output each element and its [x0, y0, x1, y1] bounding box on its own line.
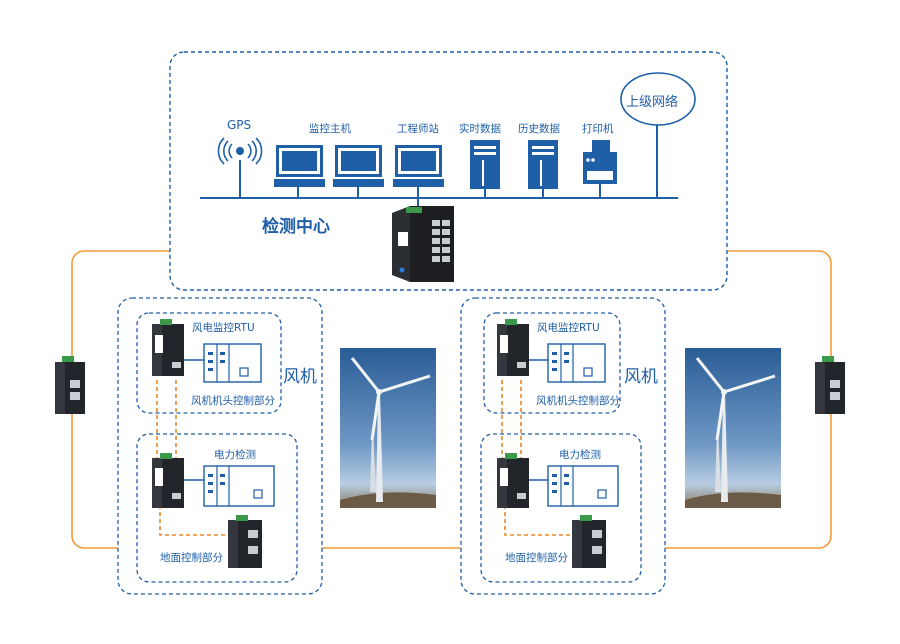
upper-network-cloud: [620, 72, 696, 126]
history-server-icon: [528, 140, 558, 189]
ring-switch-right-icon: [815, 356, 845, 414]
turbine-photo-right: [685, 348, 781, 508]
rtu-left-label: 风电监控RTU: [192, 322, 255, 334]
power-right-label: 电力检测: [559, 449, 601, 461]
rtu-right-label: 风电监控RTU: [537, 322, 600, 334]
monitor-host-2-icon: [333, 145, 384, 187]
ground-left-label: 地面控制部分: [160, 552, 223, 564]
rtu-module-left-icon: [203, 343, 262, 383]
turbine-left-title: 风机: [283, 367, 317, 387]
monitor-host-label: 监控主机: [309, 123, 351, 135]
engineer-station-label: 工程师站: [397, 123, 439, 135]
nacelle-left-label: 风机机头控制部分: [191, 395, 275, 407]
power-meter-left-icon: [203, 465, 275, 507]
power-meter-right-icon: [547, 465, 619, 507]
engineer-station-icon: [393, 145, 444, 187]
rtu-switch-right-icon: [497, 319, 529, 376]
power-switch-left-icon: [152, 453, 184, 508]
ground-switch-left-icon: [228, 515, 262, 568]
upper-network-label: 上级网络: [626, 95, 679, 110]
rtu-switch-left-icon: [152, 319, 184, 376]
ground-right-label: 地面控制部分: [505, 552, 568, 564]
center-box: [169, 51, 728, 291]
ground-left-box: [136, 433, 298, 583]
realtime-server-icon: [470, 140, 500, 189]
ground-switch-right-icon: [572, 515, 606, 568]
nacelle-left-box: [136, 312, 282, 414]
nacelle-right-box: [483, 312, 621, 414]
power-switch-right-icon: [497, 453, 529, 508]
rtu-module-right-icon: [547, 343, 606, 383]
center-title: 检测中心: [262, 217, 330, 237]
turbine-right-title: 风机: [624, 367, 658, 387]
power-left-label: 电力检测: [214, 449, 256, 461]
gps-icon: [217, 137, 263, 165]
ring-switch-left-icon: [55, 356, 85, 414]
printer-label: 打印机: [582, 123, 614, 135]
turbine-photo-left: [340, 348, 436, 508]
nacelle-right-label: 风机机头控制部分: [536, 395, 620, 407]
ground-right-box: [480, 433, 642, 583]
gps-label: GPS: [227, 118, 252, 132]
printer-icon: [583, 140, 617, 184]
monitor-host-1-icon: [274, 145, 325, 187]
realtime-data-label: 实时数据: [459, 123, 501, 135]
core-switch-icon: [392, 206, 454, 282]
history-data-label: 历史数据: [518, 123, 560, 135]
